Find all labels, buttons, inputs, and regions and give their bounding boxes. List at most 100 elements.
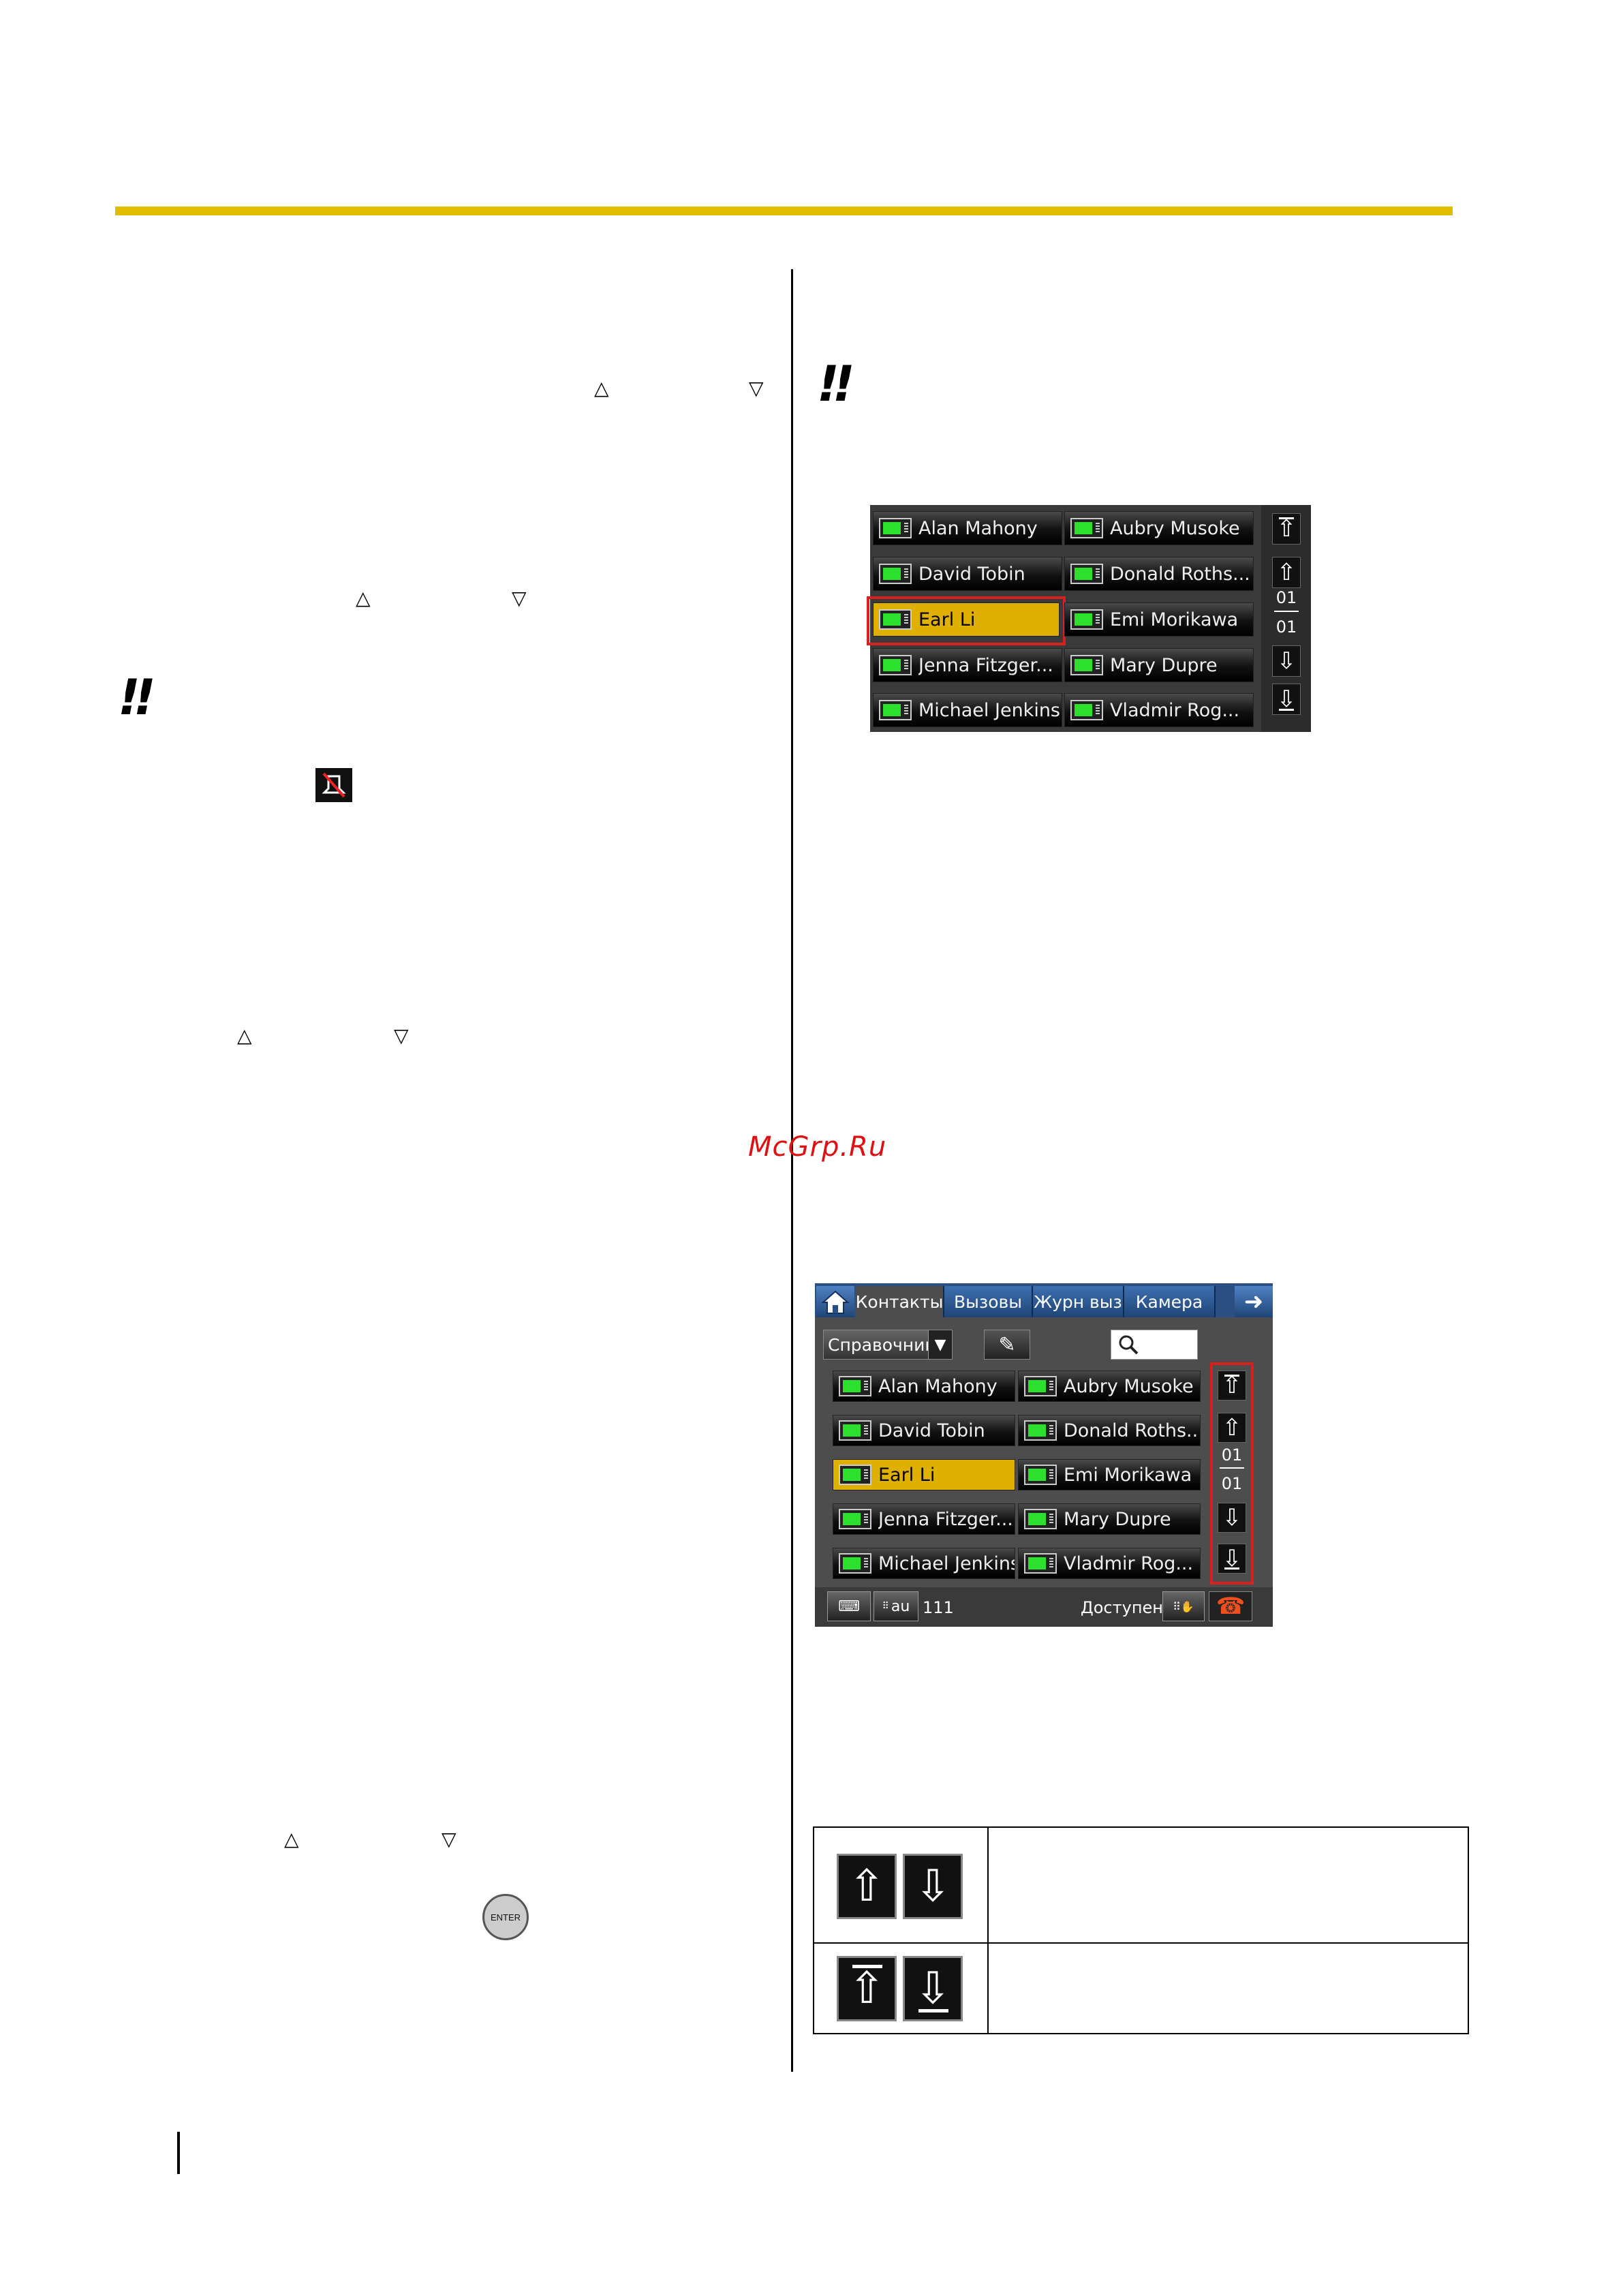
watermark: McGrp.Ru	[748, 1131, 887, 1163]
contact-button-selected[interactable]: Earl Li	[873, 602, 1060, 637]
contact-button[interactable]: Jenna Fitzger...	[873, 648, 1062, 682]
video-phone-icon	[839, 1553, 871, 1574]
hangup-icon[interactable]: ☎	[1209, 1591, 1252, 1621]
contact-button[interactable]: Alan Mahony	[873, 511, 1062, 545]
page-current: 01	[1221, 1445, 1243, 1465]
scroll-top-icon[interactable]: ⇧	[1272, 513, 1301, 545]
contact-name: Michael Jenkins	[918, 699, 1060, 721]
tab-calls[interactable]: Вызовы	[944, 1286, 1033, 1317]
contact-button[interactable]: Aubry Musoke	[1064, 511, 1254, 545]
status-text: Доступен	[1081, 1598, 1163, 1617]
contact-button[interactable]: David Tobin	[873, 557, 1062, 591]
contact-button-selected[interactable]: Earl Li	[833, 1459, 1015, 1490]
down-symbol: ▽	[394, 1024, 409, 1047]
directory-select[interactable]: Справочник ▼	[823, 1330, 953, 1360]
contact-name: Jenna Fitzger...	[918, 654, 1053, 676]
column-divider	[791, 269, 793, 2072]
dialpad-icon: ⠿✋	[1173, 1599, 1194, 1613]
dnd-button[interactable]: ⠿✋	[1162, 1591, 1205, 1621]
video-phone-icon	[879, 518, 912, 538]
home-icon[interactable]	[816, 1286, 854, 1317]
extension-number: 111	[923, 1598, 954, 1617]
page-up-icon[interactable]: ⇧	[1218, 1413, 1246, 1443]
video-phone-icon	[1024, 1376, 1057, 1396]
contact-name: Vladmir Rog...	[1064, 1552, 1194, 1574]
scroll-highlight	[1210, 1362, 1254, 1585]
up-symbol: △	[284, 1828, 299, 1850]
scroll-top-icon[interactable]: ⇧	[1218, 1371, 1246, 1400]
contact-button[interactable]: Vladmir Rog...	[1064, 693, 1254, 727]
contact-button[interactable]: Mary Dupre	[1018, 1503, 1201, 1535]
video-phone-icon	[1070, 609, 1103, 630]
chevron-down-icon: ▼	[928, 1330, 952, 1359]
page-up-icon: ⇧	[837, 1854, 897, 1919]
enter-key: ENTER	[482, 1894, 529, 1940]
status-bar: ⌨ ⠿au 111 Доступен ⠿✋ ☎	[815, 1587, 1273, 1627]
warning-mark: !!	[817, 355, 855, 412]
contact-name: Earl Li	[878, 1464, 936, 1486]
keyboard-icon[interactable]: ⌨	[827, 1591, 871, 1621]
up-symbol: △	[594, 377, 609, 399]
contact-name: Michael Jenkins	[878, 1552, 1015, 1574]
video-phone-icon	[1024, 1553, 1057, 1574]
contact-button[interactable]: Donald Roths...	[1018, 1415, 1201, 1446]
contact-name: David Tobin	[918, 563, 1025, 585]
contact-name: Earl Li	[918, 609, 976, 630]
contact-button[interactable]: Donald Roths...	[1064, 557, 1254, 591]
dialpad-button[interactable]: ⠿au	[874, 1591, 918, 1621]
tab-call-log[interactable]: Журн выз	[1033, 1286, 1124, 1317]
contact-button[interactable]: Mary Dupre	[1064, 648, 1254, 682]
ringer-off-icon	[315, 768, 352, 802]
icon-cell: ⇧ ⇩	[814, 1828, 989, 1942]
footer-bar	[177, 2132, 180, 2174]
enter-key-label: ENTER	[490, 1912, 521, 1923]
contact-name: Mary Dupre	[1064, 1508, 1171, 1530]
video-phone-icon	[1070, 564, 1103, 584]
scroll-bottom-icon[interactable]: ⇩	[1218, 1544, 1246, 1574]
contact-name: Alan Mahony	[878, 1375, 998, 1397]
tab-camera[interactable]: Камера	[1124, 1286, 1216, 1317]
arrow-right-icon[interactable]: ➜	[1235, 1286, 1273, 1317]
contact-button[interactable]: David Tobin	[833, 1415, 1015, 1446]
scroll-bottom-icon[interactable]: ⇩	[1272, 684, 1301, 715]
pencil-icon[interactable]: ✎	[984, 1330, 1030, 1360]
search-input[interactable]	[1111, 1330, 1198, 1360]
up-symbol: △	[237, 1024, 252, 1047]
contact-button[interactable]: Aubry Musoke	[1018, 1371, 1201, 1402]
page-total: 01	[1221, 1474, 1243, 1493]
directory-label: Справочник	[828, 1334, 936, 1355]
up-symbol: △	[356, 587, 371, 609]
contact-button[interactable]: Michael Jenkins	[833, 1548, 1015, 1579]
video-phone-icon	[1070, 518, 1103, 538]
contact-name: Emi Morikawa	[1110, 609, 1239, 630]
tab-contacts[interactable]: Контакты	[856, 1286, 944, 1317]
legend-table: ⇧ ⇩ ⇧ ⇩	[813, 1826, 1469, 2034]
dialpad-icon: ⠿	[882, 1601, 890, 1612]
page-down-icon[interactable]: ⇩	[1272, 645, 1301, 677]
video-phone-icon	[839, 1465, 871, 1485]
warning-mark: !!	[118, 669, 156, 726]
contact-button[interactable]: Emi Morikawa	[1064, 602, 1254, 637]
header-rule	[115, 206, 1453, 215]
contact-button[interactable]: Alan Mahony	[833, 1371, 1015, 1402]
page-up-icon[interactable]: ⇧	[1272, 557, 1301, 588]
video-phone-icon	[1024, 1465, 1057, 1485]
page-divider	[1220, 1467, 1244, 1469]
phone-screen-screenshot: Контакты Вызовы Журн выз Камера ➜ Справо…	[815, 1283, 1273, 1627]
scroll-column: ⇧ ⇧ 01 01 ⇩ ⇩	[1261, 505, 1311, 732]
video-phone-icon	[879, 700, 912, 720]
contact-name: Mary Dupre	[1110, 654, 1218, 676]
contact-button[interactable]: Jenna Fitzger...	[833, 1503, 1015, 1535]
contact-button[interactable]: Emi Morikawa	[1018, 1459, 1201, 1490]
down-symbol: ▽	[749, 377, 764, 399]
table-row: ⇧ ⇩	[814, 1942, 1468, 2033]
contacts-grid-screenshot: Alan Mahony Aubry Musoke David Tobin Don…	[867, 505, 1311, 732]
contact-button[interactable]: Michael Jenkins	[873, 693, 1062, 727]
table-row: ⇧ ⇩	[814, 1828, 1468, 1944]
video-phone-icon	[1024, 1509, 1057, 1529]
page-down-icon[interactable]: ⇩	[1218, 1503, 1246, 1533]
video-phone-icon	[879, 609, 912, 630]
dialpad-label: au	[891, 1597, 910, 1615]
down-symbol: ▽	[442, 1828, 457, 1850]
contact-button[interactable]: Vladmir Rog...	[1018, 1548, 1201, 1579]
